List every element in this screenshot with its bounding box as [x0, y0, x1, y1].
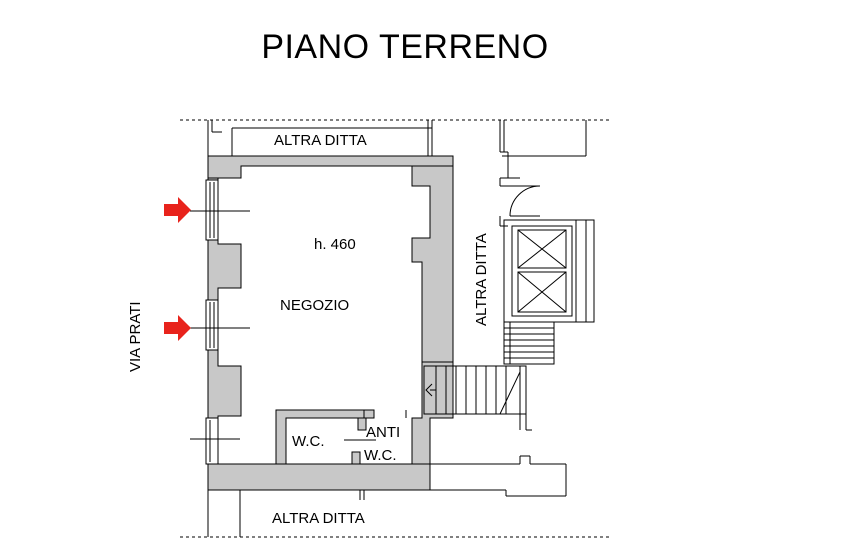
wc-partitions	[285, 410, 407, 464]
window-axis-lines	[190, 210, 250, 440]
main-walls	[207, 155, 454, 491]
staircase-main	[423, 365, 532, 431]
plan-title: PIANO TERRENO	[261, 28, 549, 66]
bottom-neighbor-label: ALTRA DITTA	[272, 510, 365, 527]
top-neighbor-label: ALTRA DITTA	[274, 132, 367, 149]
property-boundaries	[180, 119, 612, 538]
right-neighbor-structures	[452, 120, 587, 362]
wc-label: W.C.	[292, 433, 325, 450]
right-neighbor-label: ALTRA DITTA	[473, 233, 490, 326]
top-neighbor-walls	[231, 120, 433, 158]
anti-wc-label-line2: W.C.	[364, 447, 397, 464]
red-arrow-right-icon	[164, 197, 191, 223]
room-name-label: NEGOZIO	[280, 297, 349, 314]
red-arrow-right-icon	[164, 315, 191, 341]
anti-wc-label-line1: ANTI	[366, 424, 400, 441]
staircase-upper	[503, 321, 555, 365]
bottom-right-neighbor	[359, 455, 567, 500]
room-height-label: h. 460	[314, 236, 356, 253]
elevator-shaft	[503, 219, 595, 323]
street-windows	[205, 179, 219, 465]
street-label: VIA PRATI	[127, 301, 144, 372]
